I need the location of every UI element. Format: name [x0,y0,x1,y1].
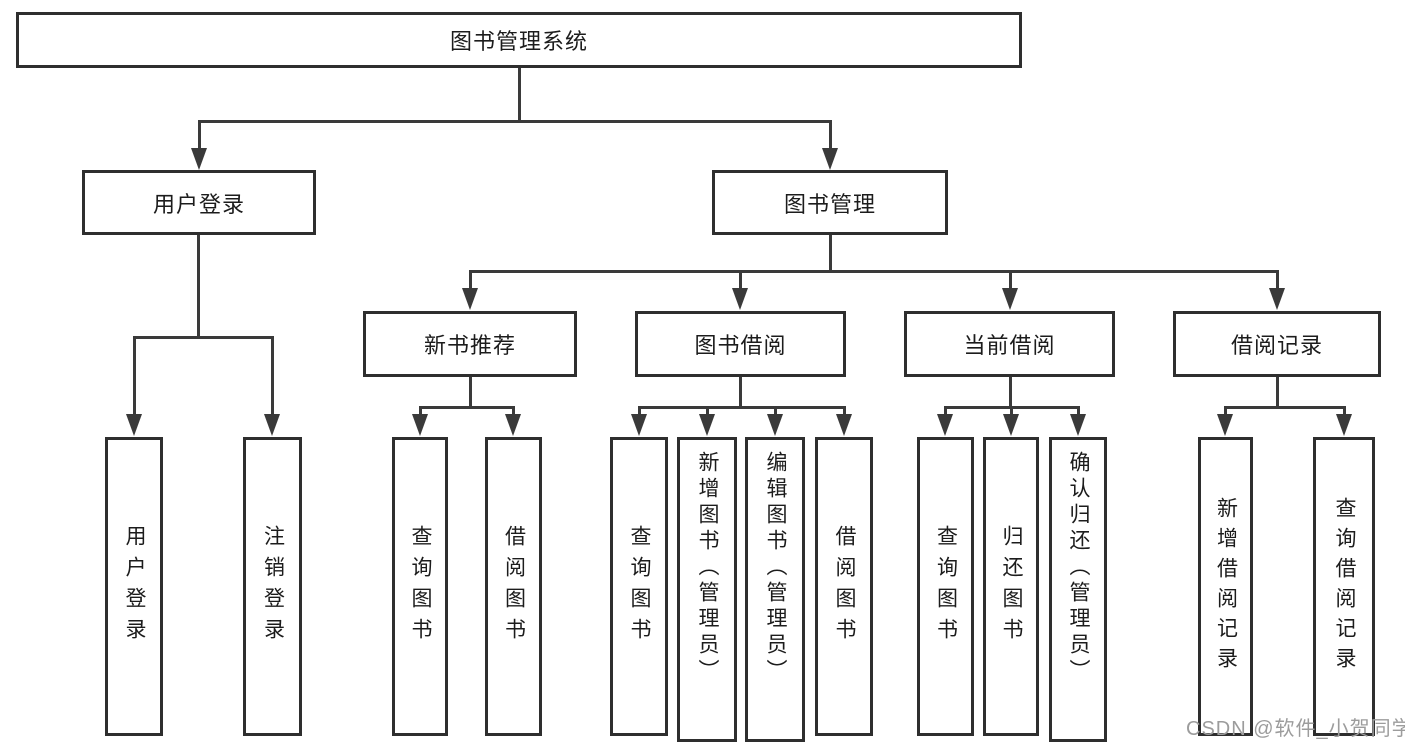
leaf-query-books-3: 查询图书 [917,437,974,736]
connector-line [638,406,846,409]
node-user-login: 用户登录 [82,170,316,235]
arrow-down-icon [1217,414,1233,436]
connector-line [512,406,515,418]
leaf-user-login: 用户登录 [105,437,163,736]
connector-line [638,406,641,418]
leaf-add-borrow-record: 新增借阅记录 [1198,437,1253,736]
connector-line [739,377,742,408]
watermark: CSDN @软件_小贺同学 [1186,718,1405,740]
node-current-borrow: 当前借阅 [904,311,1115,377]
leaf-query-books-2: 查询图书 [610,437,668,736]
arrow-down-icon [631,414,647,436]
connector-line [739,270,742,292]
arrow-down-icon [1269,288,1285,310]
leaf-logout: 注销登录 [243,437,302,736]
leaf-add-book-admin: 新增图书（管理员） [677,437,737,742]
connector-line [419,406,422,418]
connector-line [944,406,947,418]
arrow-down-icon [1002,288,1018,310]
arrow-down-icon [937,414,953,436]
node-new-book-recommend: 新书推荐 [363,311,577,377]
arrow-down-icon [1070,414,1086,436]
leaf-query-books-1: 查询图书 [392,437,448,736]
arrow-down-icon [191,148,207,170]
connector-line [1009,270,1012,292]
leaf-confirm-return-admin: 确认归还（管理员） [1049,437,1107,742]
arrow-down-icon [412,414,428,436]
connector-line [133,336,136,418]
connector-line [1343,406,1346,418]
node-borrow-records: 借阅记录 [1173,311,1381,377]
connector-line [1077,406,1080,418]
connector-line [843,406,846,418]
node-book-borrow: 图书借阅 [635,311,846,377]
connector-line [133,336,274,339]
arrow-down-icon [505,414,521,436]
arrow-down-icon [822,148,838,170]
node-root: 图书管理系统 [16,12,1022,68]
connector-line [829,120,832,150]
leaf-borrow-books-2: 借阅图书 [815,437,873,736]
leaf-query-borrow-record: 查询借阅记录 [1313,437,1375,736]
arrow-down-icon [732,288,748,310]
connector-line [198,120,201,150]
connector-line [829,235,832,272]
connector-line [271,336,274,418]
connector-line [1276,270,1279,292]
connector-line [198,120,832,123]
connector-line [469,270,472,292]
arrow-down-icon [699,414,715,436]
arrow-down-icon [836,414,852,436]
leaf-borrow-books-1: 借阅图书 [485,437,542,736]
arrow-down-icon [126,414,142,436]
arrow-down-icon [264,414,280,436]
leaf-edit-book-admin: 编辑图书（管理员） [745,437,805,742]
connector-line [1010,406,1013,418]
arrow-down-icon [1003,414,1019,436]
arrow-down-icon [462,288,478,310]
connector-line [706,406,709,418]
arrow-down-icon [1336,414,1352,436]
connector-line [419,406,515,409]
connector-line [1009,377,1012,408]
connector-line [469,377,472,408]
arrow-down-icon [767,414,783,436]
connector-line [197,235,200,338]
connector-line [1224,406,1227,418]
connector-line [1224,406,1345,409]
leaf-return-books: 归还图书 [983,437,1039,736]
connector-line [774,406,777,418]
connector-line [469,270,1279,273]
connector-line [518,68,521,122]
node-book-management: 图书管理 [712,170,948,235]
connector-line [1276,377,1279,408]
